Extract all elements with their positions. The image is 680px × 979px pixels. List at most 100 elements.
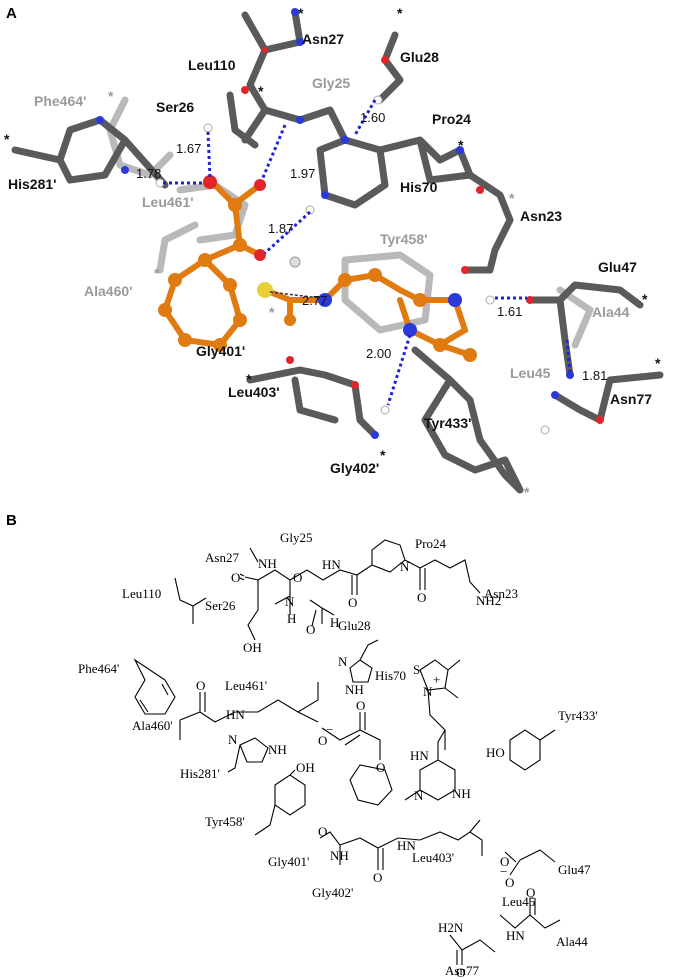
atom-o-ala44: O [526,885,535,900]
his281-ring [11,116,129,184]
atom-hn-leu461: HN [226,707,245,722]
label-phe464p: Phe464' [34,93,86,109]
leu45-ala44-bonds [499,898,561,929]
tyr458-ring [341,251,434,334]
asn77-bonds [449,934,496,965]
distance-1-60: 1.60 [360,110,385,125]
label-b-leu110: Leu110 [122,586,161,601]
label-b-glu47: Glu47 [558,862,591,877]
his281-link [121,136,169,189]
atom-o-gly25: O [293,570,302,585]
distance-2-00: 2.00 [366,346,391,361]
phe464-stick [106,96,174,179]
atom-o-ser26: O [231,570,240,585]
label-glu47: Glu47 [598,259,637,275]
label-b-ala460p: Ala460' [132,718,173,733]
atom-oh-ser26: OH [243,640,262,655]
atom-n-pyr: N [414,788,424,803]
atom-o-glu47a: O [500,854,509,869]
leu461-ala460-bonds [179,682,319,740]
pyrimidine-ring [404,729,456,801]
label-b-phe464p: Phe464' [78,661,119,676]
distance-1-78: 1.78 [136,166,161,181]
atom-spheres [158,175,477,362]
atom-hn-leu403: HN [397,838,416,853]
gly25-stick [261,106,349,144]
his70-ring [349,639,379,683]
star-asn77: * [655,355,661,371]
ser26-bonds [239,573,291,641]
atom-minus-bf: − [326,722,333,737]
asn23-stick [461,171,514,274]
label-asn27: Asn27 [302,31,344,47]
ala44-stick [556,286,594,349]
atom-o-gly401: O [318,824,327,839]
label-b-his281p: His281' [180,766,220,781]
atom-n-his70: N [338,654,348,669]
label-b-asn23: Asn23 [484,586,518,601]
atom-oh-tyr458: OH [296,760,315,775]
leu461-stick [176,181,249,244]
label-leu45: Leu45 [510,365,551,381]
label-b-ala44: Ala44 [556,934,588,949]
label-pro24: Pro24 [432,111,471,127]
atom-o-gly402: O [373,870,382,885]
ala460-stick [156,221,199,274]
distance-1-97: 1.97 [290,166,315,181]
atom-o-bf2: O [356,698,365,713]
atom-s-thdp: S [413,662,420,677]
atom-n-his281: N [228,732,238,747]
backbone-bonds-2 [351,559,481,595]
label-b-tyr433p: Tyr433' [558,708,598,723]
distance-2-77: 2.77 [302,293,327,308]
gly401-403-bonds [319,819,483,870]
atom-h-ser26: H [287,611,296,626]
asn27-stick [261,8,304,54]
benzoylformate-stick [161,202,244,349]
atom-nh-pyr: NH [452,786,471,801]
atom-h-glu28: H [330,615,339,630]
atom-nh-gly401: NH [330,848,349,863]
star-asn23: * [509,190,515,206]
bf-ring [349,764,393,806]
atom-o-glu28: O [306,622,315,637]
label-his70: His70 [400,179,438,195]
glu47-stick [526,281,644,309]
label-leu403p: Leu403' [228,384,280,400]
panel-a-structure: * * * * * * * * * * * * * * Asn27 Leu110… [4,5,664,500]
label-b-asn27: Asn27 [205,550,239,565]
atom-o-asn77: O [456,965,465,979]
atom-o-bf1: O [318,733,327,748]
label-tyr458p: Tyr458' [380,231,427,247]
atom-hn-gly25: HN [322,557,341,572]
atom-n-pro24: N [400,559,410,574]
star-gly402: * [380,447,386,463]
glu47-bonds [504,849,556,876]
panel-a-labels: Asn27 Leu110 Glu28 Gly25 Phe464' Ser26 P… [8,31,652,476]
star-pro24: * [458,137,464,153]
gly401-leu403-stick [246,366,379,439]
label-gly25: Gly25 [312,75,350,91]
label-b-gly25: Gly25 [280,530,313,545]
atom-o-glu47b: O [505,875,514,890]
distance-1-67: 1.67 [176,141,201,156]
label-b-his70: His70 [375,668,406,683]
atom-nh-asn27: NH [258,556,277,571]
atom-h2n-asn77: H2N [438,920,464,935]
label-ser26: Ser26 [156,99,194,115]
atom-o-ala460: O [196,678,205,693]
label-tyr433p: Tyr433' [424,415,471,431]
atom-ho-tyr433: HO [486,745,505,760]
star-ala460: * [154,265,160,281]
his70-ring [316,136,389,209]
label-asn77: Asn77 [610,391,652,407]
panel-b-letter: B [6,512,17,529]
atom-minus-glu47: − [500,864,507,879]
distance-1-61: 1.61 [497,304,522,319]
distance-1-87: 1.87 [268,221,293,236]
label-ala44: Ala44 [592,304,630,320]
label-b-tyr458p: Tyr458' [205,814,245,829]
atom-plus-thdp: + [433,672,440,687]
tyr433-stick [411,346,524,494]
